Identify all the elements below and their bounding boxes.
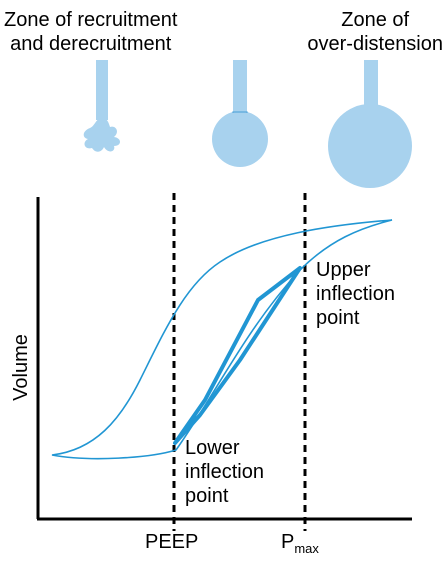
lower-inflection-label: Lower inflection point <box>185 437 264 507</box>
zone-overdistension-label: Zone of over-distension <box>307 9 443 55</box>
normal-alveolus-icon <box>212 60 268 167</box>
zone-recruitment-label: Zone of recruitment and derecruitment <box>4 9 178 55</box>
collapsed-alveolus-icon <box>83 60 120 152</box>
volume-axis-label: Volume <box>9 334 32 401</box>
protective-pv-loop <box>173 266 302 445</box>
full-pv-loop <box>51 219 393 460</box>
distended-alveolus-icon <box>328 60 412 188</box>
pmax-tick-label: Pmax <box>281 531 319 556</box>
upper-inflection-label: Upper inflection point <box>316 259 395 329</box>
peep-tick-label: PEEP <box>145 531 199 553</box>
